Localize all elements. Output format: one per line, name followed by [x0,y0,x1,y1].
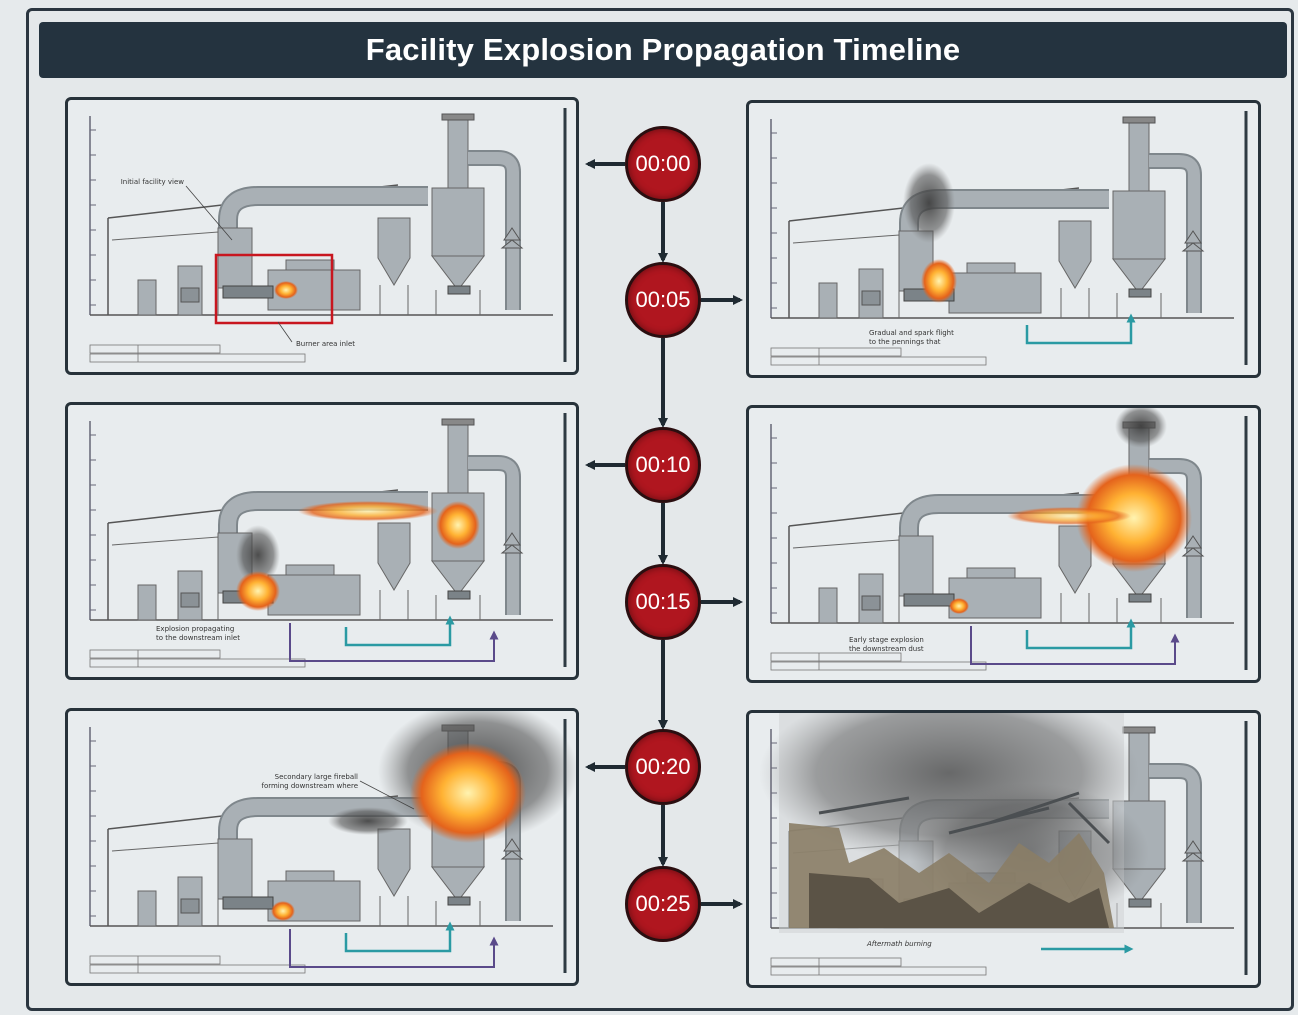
time-badge-00-10: 00:10 [625,427,701,503]
page-title: Facility Explosion Propagation Timeline [365,32,961,67]
svg-text:to the downstream inlet: to the downstream inlet [156,634,240,642]
svg-text:Early stage explosion: Early stage explosion [849,636,924,644]
svg-text:Secondary large fireball: Secondary large fireball [275,773,358,781]
time-label: 00:00 [635,151,691,176]
time-label: 00:05 [635,287,691,312]
time-badge-00-05: 00:05 [625,262,701,338]
time-badge-00-15: 00:15 [625,564,701,640]
time-badge-00-25: 00:25 [625,866,701,942]
svg-text:Explosion propagating: Explosion propagating [156,625,234,633]
svg-text:Gradual and spark flight: Gradual and spark flight [869,329,954,337]
title-bar: Facility Explosion Propagation Timeline [39,22,1287,78]
time-label: 00:25 [635,891,691,916]
facility-diagram: Aftermath burning [759,713,1248,976]
svg-text:forming downstream where: forming downstream where [261,782,358,790]
time-label: 00:20 [635,754,691,779]
time-badge-00-00: 00:00 [625,126,701,202]
svg-text:the downstream dust: the downstream dust [849,645,924,653]
time-label: 00:10 [635,452,691,477]
svg-text:Burner area inlet: Burner area inlet [296,340,355,348]
svg-text:Initial facility view: Initial facility view [121,178,185,186]
svg-text:Aftermath burning: Aftermath burning [866,940,932,948]
time-badge-00-20: 00:20 [625,729,701,805]
time-label: 00:15 [635,589,691,614]
svg-text:to the pennings that: to the pennings that [869,338,941,346]
stage-panel-00-25: Aftermath burning [746,710,1261,988]
